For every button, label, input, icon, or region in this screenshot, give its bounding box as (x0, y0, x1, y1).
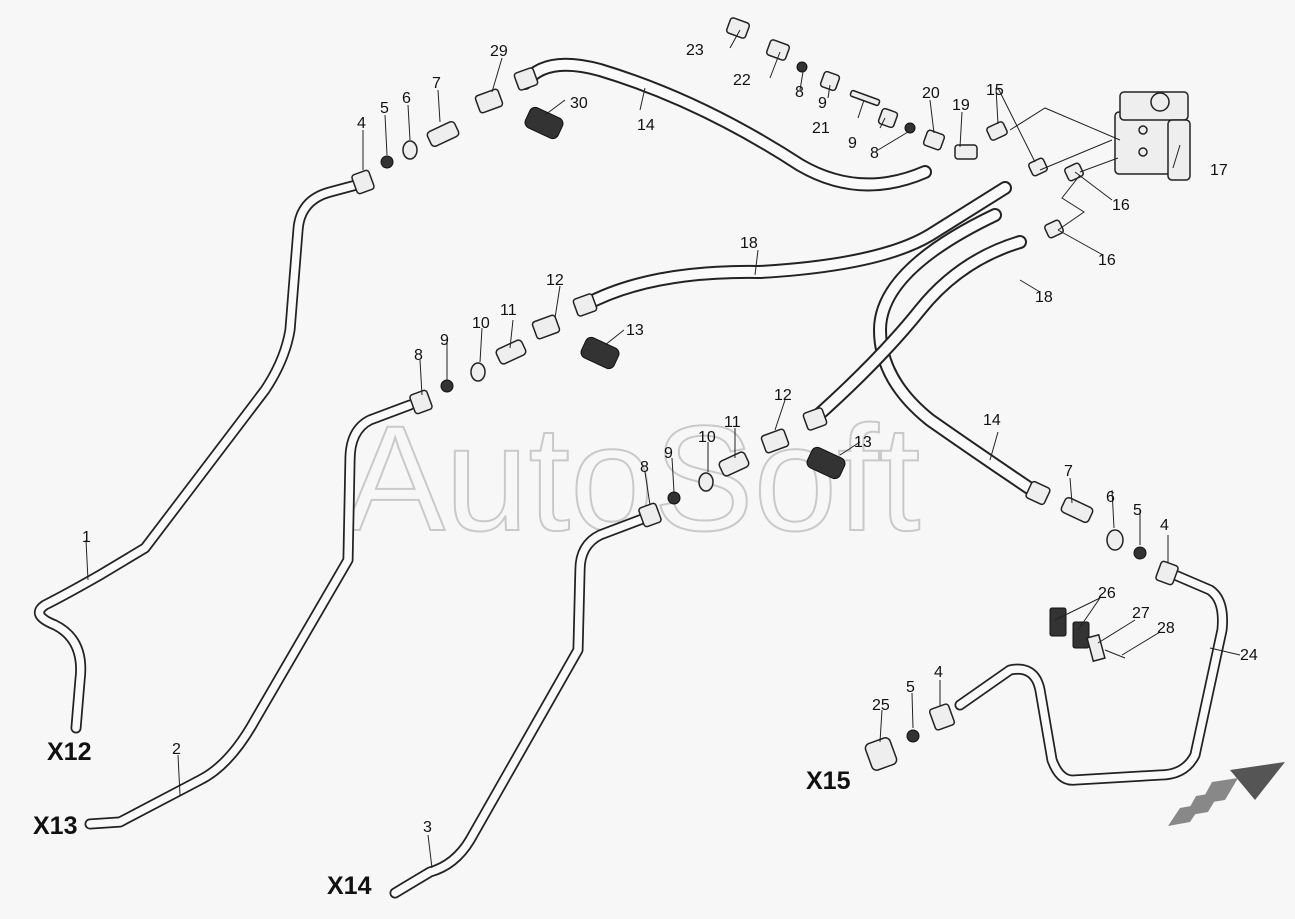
connector-x14: X14 (327, 872, 372, 900)
callout-9: 9 (848, 135, 857, 152)
callout-4: 4 (357, 115, 366, 132)
fitting-group-lower (638, 407, 846, 528)
tube-1 (34, 178, 366, 734)
callout-25: 25 (872, 697, 890, 714)
fitting-group-top (725, 17, 1008, 160)
hose-18-lower (808, 235, 1027, 425)
hose-18-upper (578, 181, 1012, 312)
fitting-group-x15 (864, 703, 956, 771)
callout-7: 7 (1064, 463, 1073, 480)
callout-6: 6 (1106, 489, 1115, 506)
callout-17: 17 (1210, 162, 1228, 179)
leader-lines (85, 29, 1241, 869)
tube-24 (954, 569, 1228, 786)
fitting-group-upper (351, 67, 564, 195)
fitting-group-right (1025, 480, 1179, 586)
callout-11: 11 (500, 302, 517, 319)
callout-13: 13 (854, 434, 872, 451)
clamp-parts (1049, 607, 1126, 663)
callout-14: 14 (983, 412, 1001, 429)
callout-5: 5 (380, 100, 389, 117)
callout-labels: 4 5 6 7 29 30 14 23 22 8 9 21 9 8 20 19 … (82, 42, 1258, 836)
callout-7: 7 (432, 75, 441, 92)
callout-8: 8 (414, 347, 423, 364)
callout-26: 26 (1098, 585, 1116, 602)
connector-x12: X12 (47, 738, 91, 766)
callout-19: 19 (952, 97, 970, 114)
pump-unit-17 (1114, 91, 1191, 181)
callout-22: 22 (733, 72, 751, 89)
hose-14-lower (872, 208, 1042, 499)
callout-30: 30 (570, 95, 588, 112)
callout-28: 28 (1157, 620, 1175, 637)
connector-x15: X15 (806, 767, 851, 795)
callout-10: 10 (698, 429, 716, 446)
callout-23: 23 (686, 42, 704, 59)
callout-29: 29 (490, 43, 508, 60)
callout-14: 14 (637, 117, 655, 134)
callout-15: 15 (986, 82, 1004, 99)
callout-8: 8 (640, 459, 649, 476)
callout-27: 27 (1132, 605, 1150, 622)
connector-x13: X13 (33, 812, 77, 840)
callout-11: 11 (724, 414, 741, 431)
callout-24: 24 (1240, 647, 1258, 664)
callout-18: 18 (740, 235, 758, 252)
callout-18: 18 (1035, 289, 1053, 306)
fitting-group-middle (409, 293, 620, 415)
callout-12: 12 (774, 387, 792, 404)
callout-16: 16 (1112, 197, 1130, 214)
tube-3 (389, 512, 651, 899)
callout-1: 1 (82, 529, 91, 546)
callout-4: 4 (934, 664, 943, 681)
callout-5: 5 (1133, 502, 1142, 519)
callout-3: 3 (423, 819, 432, 836)
callout-13: 13 (626, 322, 644, 339)
callout-2: 2 (172, 741, 181, 758)
callout-8: 8 (870, 145, 879, 162)
callout-9: 9 (818, 95, 827, 112)
callout-16: 16 (1098, 252, 1116, 269)
callout-4: 4 (1160, 517, 1169, 534)
callout-9: 9 (664, 445, 673, 462)
fittings-15-16 (1009, 107, 1121, 239)
callout-20: 20 (922, 85, 940, 102)
callout-6: 6 (402, 90, 411, 107)
callout-10: 10 (472, 315, 490, 332)
callout-21: 21 (812, 120, 830, 137)
callout-9: 9 (440, 332, 449, 349)
connector-labels: X12 X13 X14 X15 (33, 738, 851, 900)
hose-14-upper (518, 57, 932, 192)
callout-8: 8 (795, 84, 804, 101)
callout-12: 12 (546, 272, 564, 289)
tube-2 (84, 399, 416, 830)
callout-5: 5 (906, 679, 915, 696)
direction-arrow (1168, 762, 1285, 826)
